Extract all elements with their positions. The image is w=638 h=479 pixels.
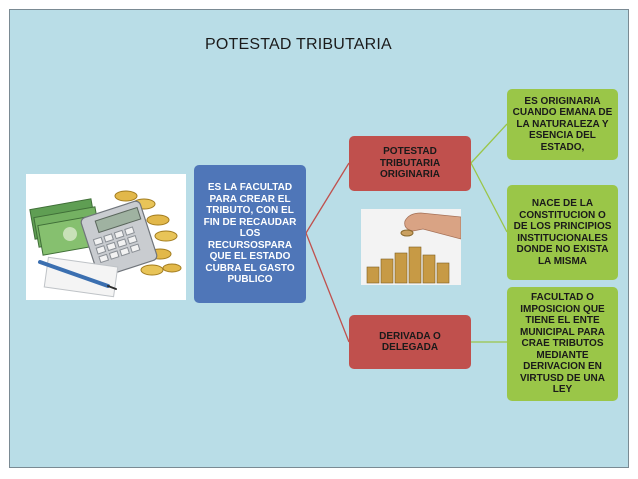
- coin-stacks-icon: [366, 246, 450, 284]
- banknote-stack-icon: [29, 198, 105, 256]
- page-title: POTESTAD TRIBUTARIA: [205, 36, 392, 53]
- branch-originaria-box: POTESTAD TRIBUTARIA ORIGINARIA: [349, 136, 471, 191]
- pen-icon: [38, 260, 117, 290]
- leaf-constitucion-box: NACE DE LA CONSTITUCION O DE LOS PRINCIP…: [507, 185, 618, 280]
- coin-stack-icon: [114, 190, 182, 276]
- calculator-icon: [80, 200, 158, 278]
- root-definition-box: ES LA FACULTAD PARA CREAR EL TRIBUTO, CO…: [194, 165, 306, 303]
- hand-icon: [400, 212, 461, 240]
- branch-derivada-box: DERIVADA O DELEGADA: [349, 315, 471, 369]
- calculator-money-image: [26, 174, 186, 300]
- leaf-facultad-municipal-box: FACULTAD O IMPOSICION QUE TIENE EL ENTE …: [507, 287, 618, 401]
- leaf-originaria-emana-box: ES ORIGINARIA CUANDO EMANA DE LA NATURAL…: [507, 89, 618, 160]
- coins-hand-image: [361, 209, 461, 285]
